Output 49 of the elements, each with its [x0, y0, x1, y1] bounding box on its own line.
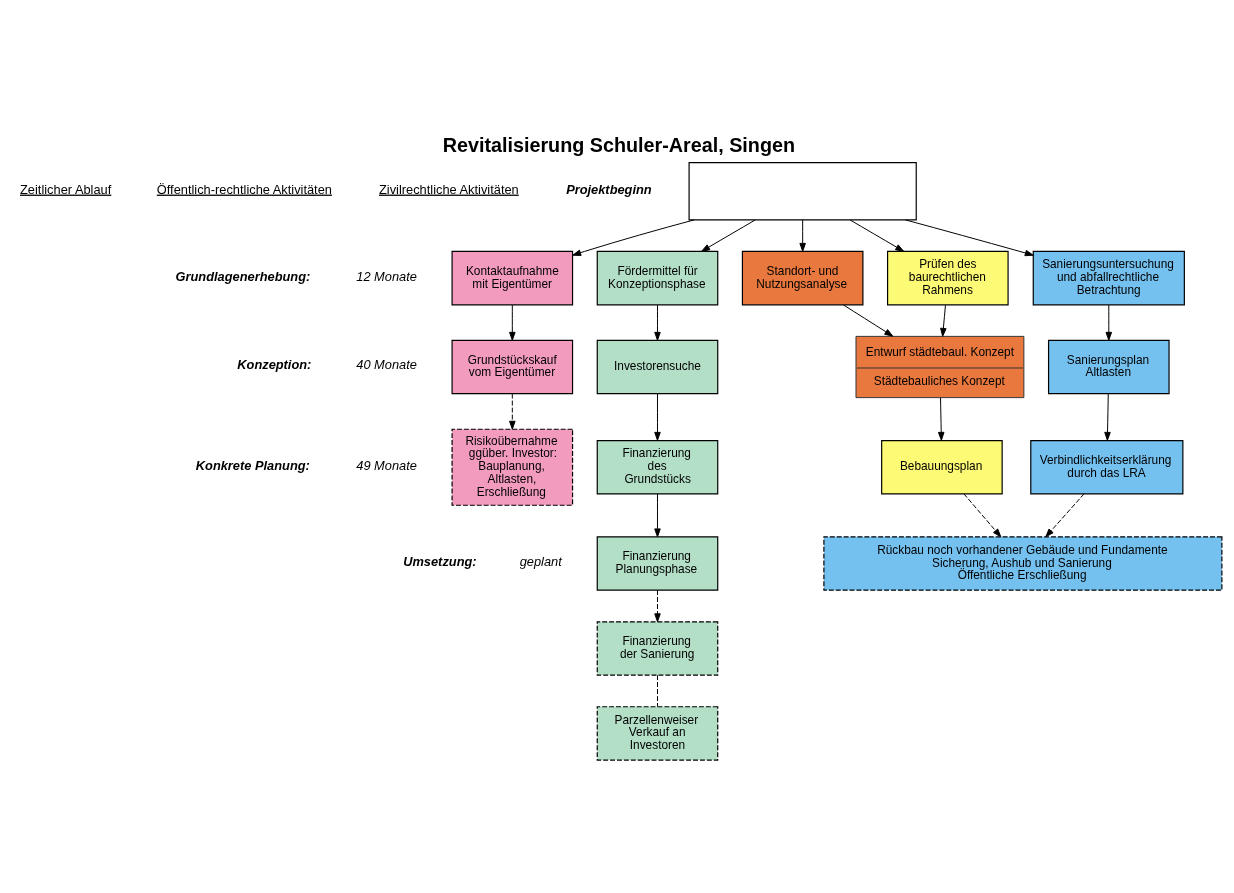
label: Öffentlich-rechtliche Aktivitäten: [156, 181, 332, 197]
node-box: Finanzierung der Sanierung: [596, 621, 719, 676]
node-box: Sanierungsuntersuchung und abfallrechtliche Betrachtung: [1032, 250, 1185, 306]
arrow: [654, 393, 661, 441]
node-box: Finanzierung des Grundstücks: [596, 439, 719, 495]
arrow: [940, 304, 947, 337]
node-box: Verbindlichkeitserklärung durch das LRA: [1030, 439, 1184, 495]
arrow: [509, 304, 516, 341]
label: Zivilrechtliche Aktivitäten: [379, 181, 519, 197]
arrow: [654, 589, 661, 623]
arrow: [509, 393, 516, 430]
connector: [657, 674, 658, 708]
node-box: Rückbau noch vorhandener Gebäude und Fundamente Sicherung, Aushub und Sanierung Öffentliche Erschließung: [823, 536, 1223, 591]
arrow: [905, 219, 1034, 257]
node-box: Grundstückskauf vom Eigentümer: [451, 339, 574, 395]
arrow: [937, 397, 945, 441]
node-box: Risikoübernahme ggüber. Investor: Bauplanung, Altlasten, Erschließung: [451, 428, 574, 506]
label: 49 Monate: [356, 457, 417, 473]
arrow: [963, 493, 1002, 538]
node-box: Kontaktaufnahme mit Eigentümer: [451, 250, 574, 306]
label: Projektbeginn: [566, 181, 652, 197]
arrow: [654, 493, 661, 538]
node-box: Bebauungsplan: [881, 439, 1003, 495]
arrow: [1045, 493, 1085, 538]
node-box: Finanzierung Planungsphase: [596, 536, 719, 591]
label: 40 Monate: [356, 357, 417, 373]
node-box: Fördermittel für Konzeptionsphase: [596, 250, 719, 306]
label: 12 Monate: [356, 268, 417, 284]
label: geplant: [519, 553, 562, 569]
node-box: [688, 162, 917, 221]
arrow: [701, 219, 756, 252]
node-box: Investorensuche: [596, 339, 719, 395]
label: Konkrete Planung:: [195, 457, 310, 473]
label: Grundlagenerhebung:: [175, 268, 311, 284]
label: Umsetzung:: [403, 553, 477, 569]
arrow: [1105, 304, 1113, 341]
label: Zeitlicher Ablauf: [20, 181, 112, 197]
node-box: Prüfen des baurechtlichen Rahmens: [887, 250, 1009, 306]
node-box: Standort- und Nutzungsanalyse: [741, 250, 864, 306]
label: Konzeption:: [237, 357, 312, 373]
diagram-title: Revitalisierung Schuler-Areal, Singen: [442, 133, 796, 156]
arrow: [1104, 393, 1111, 441]
arrow: [799, 219, 806, 252]
node-box: Parzellenweiser Verkauf an Investoren: [596, 706, 719, 761]
arrow: [843, 304, 894, 337]
arrow: [849, 219, 905, 252]
arrow: [654, 304, 661, 341]
arrow: [572, 219, 695, 256]
node-box: Sanierungsplan Altlasten: [1047, 339, 1170, 395]
